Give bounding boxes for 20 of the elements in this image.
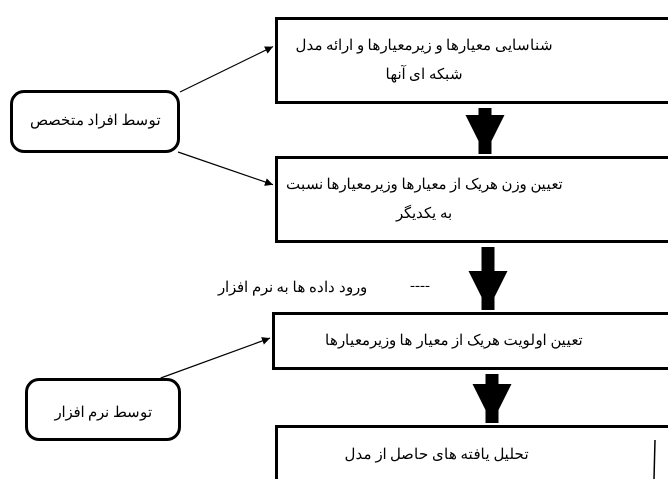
note-text: ورود داده ها به نرم افزار: [218, 279, 367, 297]
note-text: ----: [410, 278, 430, 295]
box-text: تعیین اولویت هریک از معیار ها وزیرمعیارها: [324, 332, 582, 351]
note-box: [25, 378, 181, 441]
box-text: توسط افراد متخصص: [30, 112, 160, 132]
process-box: [272, 312, 668, 370]
box-text: توسط نرم افزار: [54, 404, 152, 424]
note-box: [10, 90, 180, 153]
arrow: [160, 337, 270, 379]
arrow: [178, 151, 274, 186]
block-arrow: [466, 108, 504, 154]
box-text: تعیین وزن هریک از معیارها وزیرمعیارها نسبت به یکدیگر: [284, 176, 564, 224]
block-arrow: [468, 247, 508, 310]
box-text: شناسایی معیارها و زیرمعیارها و ارائه مدل شبکه ای آنها: [294, 37, 554, 85]
process-box: [275, 17, 668, 104]
arrow: [180, 46, 274, 93]
process-box: [275, 156, 668, 243]
block-arrow: [472, 374, 512, 423]
process-box: [275, 425, 668, 479]
box-text: تحلیل یافته های حاصل از مدل: [344, 446, 528, 465]
